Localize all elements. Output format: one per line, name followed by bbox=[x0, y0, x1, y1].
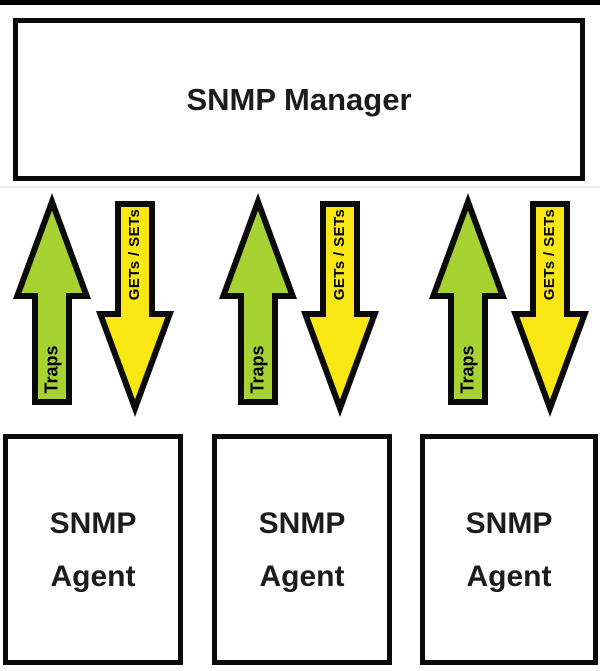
up-arrow-icon bbox=[13, 193, 91, 405]
snmp-agent-label-line1: SNMP bbox=[49, 506, 137, 540]
snmp-agent-label-line2: Agent bbox=[50, 559, 136, 593]
gets-sets-down-arrow: GETs / SETs bbox=[96, 201, 174, 417]
snmp-agent-label-line2: Agent bbox=[259, 559, 345, 593]
snmp-manager-label: SNMP Manager bbox=[186, 81, 412, 117]
down-arrow-icon bbox=[511, 201, 589, 417]
up-arrow-icon bbox=[219, 193, 297, 405]
snmp-agent-box: SNMP Agent bbox=[3, 434, 183, 665]
snmp-agent-label-line1: SNMP bbox=[465, 506, 553, 540]
gets-sets-down-arrow: GETs / SETs bbox=[511, 201, 589, 417]
down-arrow-icon bbox=[301, 201, 379, 417]
traps-up-arrow: Traps bbox=[219, 193, 297, 405]
traps-up-arrow: Traps bbox=[429, 193, 507, 405]
snmp-agent-box: SNMP Agent bbox=[212, 434, 392, 665]
top-border-strip bbox=[0, 0, 600, 5]
snmp-agent-label-line2: Agent bbox=[466, 559, 552, 593]
snmp-manager-box: SNMP Manager bbox=[13, 18, 585, 181]
up-arrow-icon bbox=[429, 193, 507, 405]
down-arrow-icon bbox=[96, 201, 174, 417]
gets-sets-down-arrow: GETs / SETs bbox=[301, 201, 379, 417]
traps-up-arrow: Traps bbox=[13, 193, 91, 405]
divider-line bbox=[0, 186, 600, 188]
snmp-agent-box: SNMP Agent bbox=[420, 434, 598, 665]
snmp-agent-label-line1: SNMP bbox=[258, 506, 346, 540]
